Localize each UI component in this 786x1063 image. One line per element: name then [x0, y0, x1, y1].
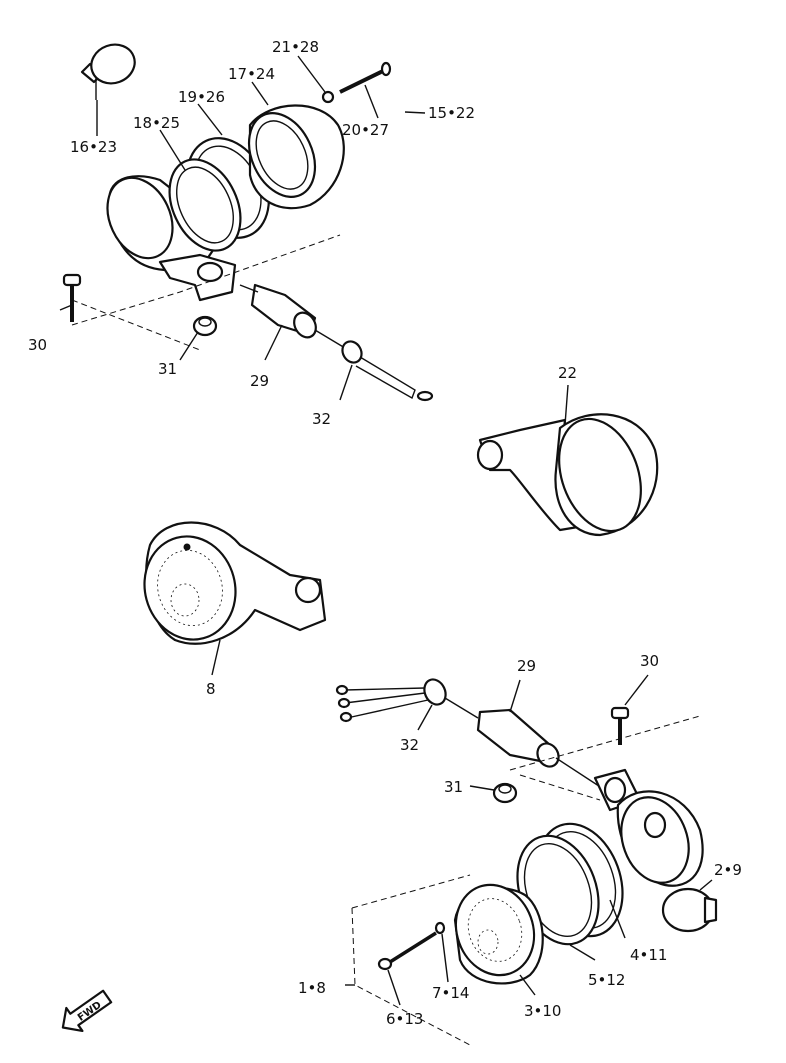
washer-part-7-14: [434, 921, 446, 935]
part-number-labels: 16•23 18•25 19•26 17•24 21•28 20•27 15•2…: [28, 38, 742, 1028]
label-22: 22: [558, 364, 577, 382]
socket-part-29-top: [239, 283, 317, 339]
label-16-23: 16•23: [70, 138, 117, 156]
label-1-8: 1•8: [298, 979, 326, 997]
bolt-part-30-bottom: [610, 706, 630, 745]
washer-part-21-28: [321, 90, 335, 104]
label-3-10: 3•10: [524, 1002, 561, 1020]
label-6-13: 6•13: [386, 1010, 423, 1028]
label-32-top: 32: [312, 410, 331, 428]
front-right-turn-signal-part-22: [476, 413, 659, 537]
label-8: 8: [206, 680, 216, 698]
wire-harness-bottom: [335, 678, 479, 723]
rim-part-17-24: [247, 104, 345, 210]
label-17-24: 17•24: [228, 65, 275, 83]
label-21-28: 21•28: [272, 38, 319, 56]
label-31-top: 31: [158, 360, 177, 378]
lens-part-18-25: [106, 175, 222, 272]
label-29-bottom: 29: [517, 657, 536, 675]
label-15-22: 15•22: [428, 104, 475, 122]
screw-part-20-27: [339, 61, 392, 94]
label-19-26: 19•26: [178, 88, 225, 106]
label-20-27: 20•27: [342, 121, 389, 139]
nut-part-31-top: [192, 315, 218, 337]
wire-harness-top: [314, 329, 434, 402]
label-4-11: 4•11: [630, 946, 667, 964]
lens-part-3-10: [453, 883, 544, 985]
rear-left-turn-signal-assembly: [62, 43, 434, 402]
forward-arrow-icon: FWD: [61, 989, 113, 1033]
nut-part-31-bottom: [492, 782, 518, 804]
label-18-25: 18•25: [133, 114, 180, 132]
gasket-part-18-ring: [168, 158, 242, 252]
bolt-part-30-top: [62, 273, 82, 322]
label-30-top: 30: [28, 336, 47, 354]
label-32-bottom: 32: [400, 736, 419, 754]
bulb-part-16-23: [80, 43, 136, 100]
stay-bracket-top: [158, 253, 237, 302]
leader-lines: [59, 55, 713, 1006]
label-31-bottom: 31: [444, 778, 463, 796]
front-turn-signal-assembly-bottom: [335, 678, 718, 1046]
label-30-bottom: 30: [640, 652, 659, 670]
label-5-12: 5•12: [588, 971, 625, 989]
label-29-top: 29: [250, 372, 269, 390]
housing-bottom: [593, 768, 704, 887]
bulb-part-2-9: [661, 887, 718, 933]
label-2-9: 2•9: [714, 861, 742, 879]
socket-part-29-bottom: [476, 708, 606, 791]
screw-part-6-13: [377, 931, 437, 971]
front-left-turn-signal-part-8: [143, 521, 327, 645]
label-7-14: 7•14: [432, 984, 469, 1002]
